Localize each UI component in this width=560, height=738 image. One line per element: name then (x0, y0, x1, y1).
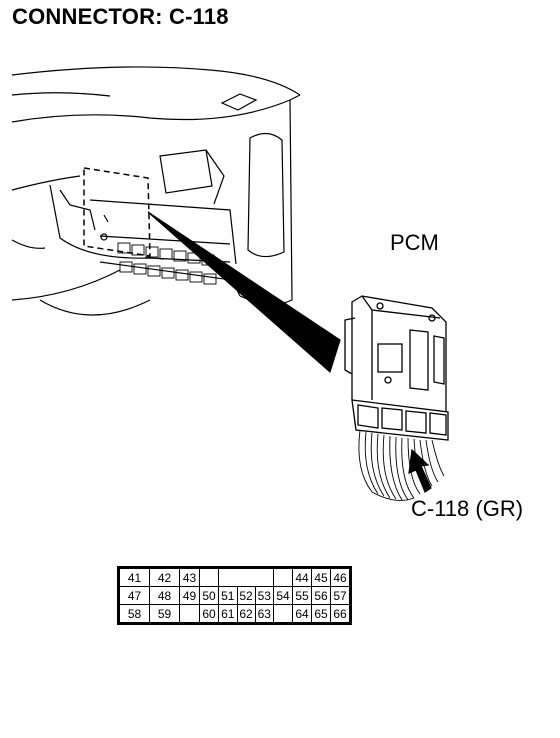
pin-cell: 66 (330, 604, 350, 623)
pin-cell: 52 (236, 586, 256, 605)
pin-cell-empty (179, 604, 200, 623)
page-title: CONNECTOR: C-118 (12, 4, 229, 29)
pin-cell: 60 (199, 604, 219, 623)
pin-cell: 41 (119, 568, 150, 587)
pin-cell: 65 (311, 604, 331, 623)
pin-cell: 54 (273, 586, 293, 605)
pin-cell: 62 (236, 604, 256, 623)
pinout-row: 58 59 60 61 62 63 64 65 66 (119, 604, 350, 623)
connector-pinout: 41 42 43 44 45 46 47 48 49 50 51 52 53 5… (117, 566, 352, 625)
pin-cell-empty (255, 568, 274, 587)
pin-cell-empty (218, 568, 237, 587)
pin-cell-empty (273, 568, 293, 587)
dashboard-pcm-illustration (11, 66, 449, 501)
pin-cell: 59 (149, 604, 180, 623)
pin-cell: 63 (254, 604, 274, 623)
pin-cell: 43 (179, 568, 200, 587)
pin-cell: 44 (292, 568, 312, 587)
connector-label: C-118 (GR) (411, 496, 524, 521)
pin-cell: 47 (119, 586, 150, 605)
pin-cell: 49 (179, 586, 200, 605)
pin-cell-empty (199, 568, 219, 587)
pin-cell: 46 (330, 568, 350, 587)
pin-cell: 51 (218, 586, 238, 605)
pinout-table: 41 42 43 44 45 46 47 48 49 50 51 52 53 5… (119, 568, 350, 623)
pin-cell-empty (273, 604, 293, 623)
pin-cell-empty (237, 568, 255, 587)
pin-cell: 48 (149, 586, 180, 605)
pinout-row: 47 48 49 50 51 52 53 54 55 56 57 (119, 586, 350, 605)
pin-cell: 45 (311, 568, 331, 587)
pin-cell: 56 (311, 586, 331, 605)
pinout-row: 41 42 43 44 45 46 (119, 568, 350, 587)
pin-cell: 55 (292, 586, 312, 605)
pin-cell: 58 (119, 604, 150, 623)
pin-cell: 64 (292, 604, 312, 623)
pin-cell: 57 (330, 586, 350, 605)
pin-cell: 42 (149, 568, 180, 587)
pin-cell: 53 (254, 586, 274, 605)
pin-cell: 61 (218, 604, 238, 623)
pin-cell: 50 (199, 586, 219, 605)
pcm-label: PCM (390, 230, 439, 255)
